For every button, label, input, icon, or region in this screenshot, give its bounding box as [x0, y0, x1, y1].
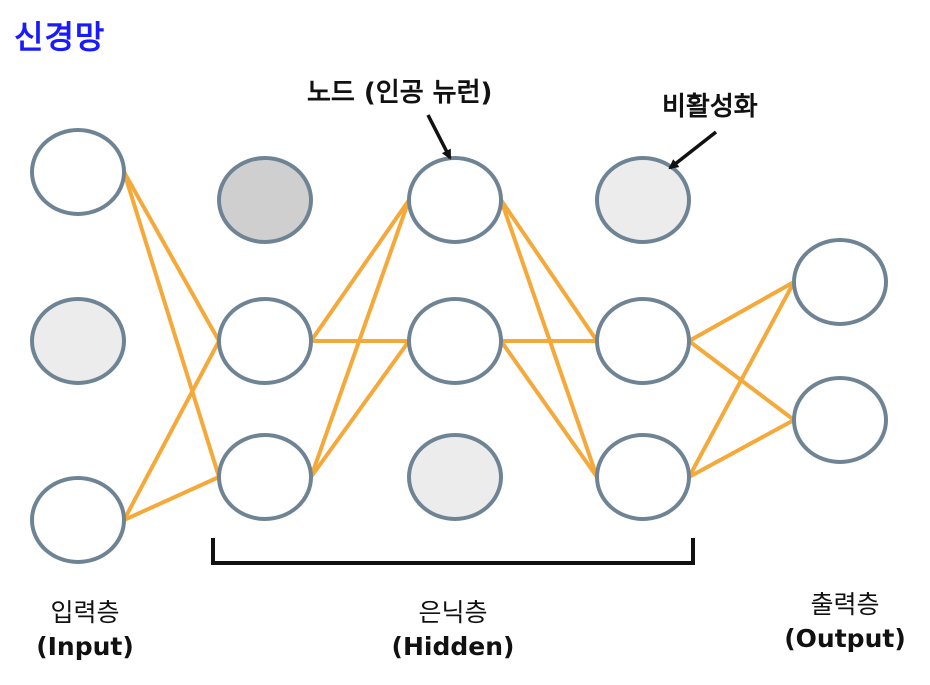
hidden-node-inactive — [217, 156, 313, 244]
connection-edge — [499, 198, 599, 479]
node-annotation-arrow — [426, 114, 452, 160]
connection-edge — [122, 475, 221, 522]
hidden-node-inactive — [407, 433, 503, 521]
connection-edge — [687, 280, 796, 479]
input-node — [30, 476, 126, 564]
hidden-node — [217, 433, 313, 521]
input-node-inactive — [30, 297, 126, 385]
connection-edge — [499, 198, 599, 343]
connection-edge — [309, 339, 411, 479]
output-layer-name-en: (Output) — [784, 624, 906, 653]
input-layer-label: 입력층 (Input) — [20, 596, 150, 664]
hidden-layer-label: 은닉층 (Hidden) — [378, 596, 528, 664]
connection-edge — [687, 280, 796, 343]
hidden-layer-name: 은닉층 — [418, 598, 488, 627]
connection-edge — [499, 339, 599, 479]
node-annotation-label: 노드 (인공 뉴런) — [307, 78, 493, 108]
hidden-node — [217, 297, 313, 385]
hidden-node — [595, 433, 691, 521]
dropout-annotation-arrow — [668, 130, 718, 170]
edge-group — [122, 170, 796, 522]
hidden-node — [407, 297, 503, 385]
output-node — [792, 238, 888, 326]
connection-edge — [122, 339, 221, 522]
connection-edge — [309, 198, 411, 479]
input-node — [30, 128, 126, 216]
connection-edge — [687, 418, 796, 479]
hidden-node — [595, 297, 691, 385]
connection-edge — [122, 170, 221, 479]
output-node — [792, 376, 888, 464]
dropout-annotation-label: 비활성화 — [662, 92, 758, 122]
hidden-node-inactive — [595, 156, 691, 244]
hidden-layer-bracket — [211, 538, 695, 565]
output-layer-label: 출력층 (Output) — [770, 588, 920, 656]
output-layer-name: 출력층 — [810, 590, 880, 619]
diagram-title: 신경망 — [14, 18, 106, 56]
connection-edge — [309, 198, 411, 343]
connection-edge — [122, 170, 221, 343]
node-group — [30, 128, 888, 564]
hidden-layer-name-en: (Hidden) — [391, 632, 515, 661]
hidden-node — [407, 156, 503, 244]
input-layer-name: 입력층 — [50, 598, 120, 627]
input-layer-name-en: (Input) — [36, 632, 134, 661]
